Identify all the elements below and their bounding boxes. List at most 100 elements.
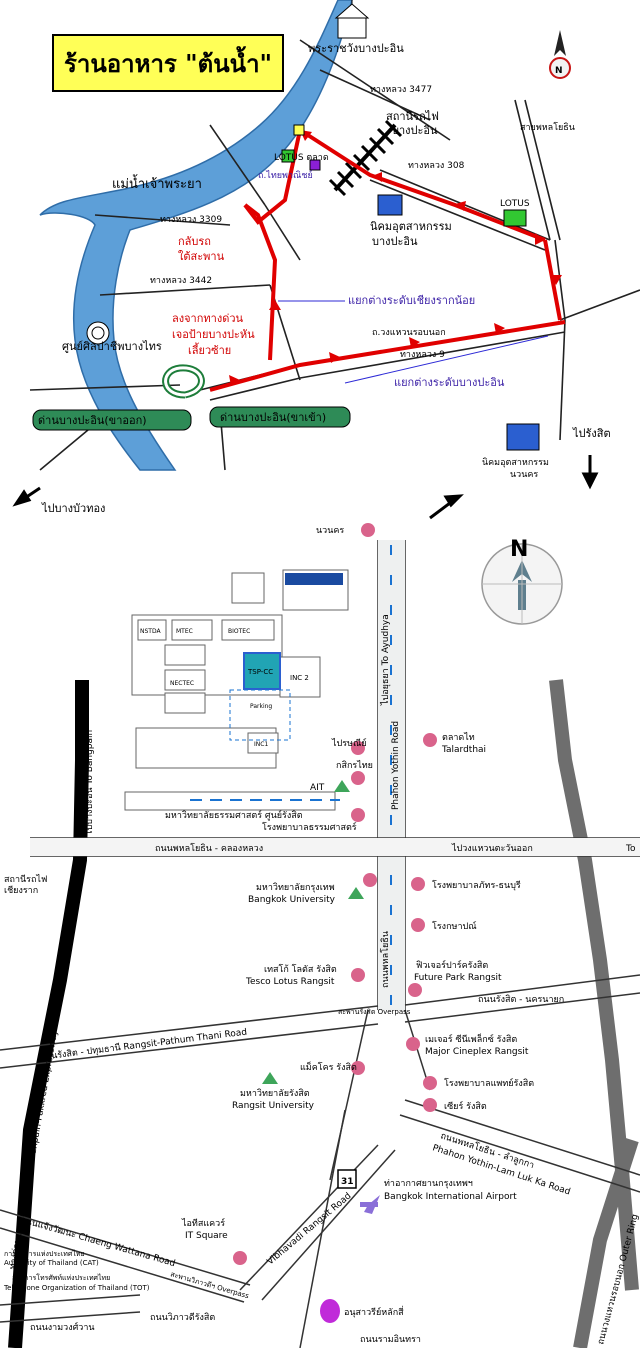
river-label: แม่น้ำเจ้าพระยา <box>112 174 202 192</box>
chiangrak-station-1: สถานีรถไฟ <box>4 874 47 885</box>
exit-note-1: ลงจากทางด่วน <box>172 312 244 325</box>
toll-in-label: ด่านบางปะอิน(ขาเข้า) <box>220 411 326 424</box>
vibhavadi-th-label: ถนนวิภาวดีรังสิต <box>150 1312 215 1323</box>
bottom-labels: นวนคร ไปอยุธยา To Ayudhya Phahon Yothin … <box>3 526 640 1346</box>
major-en: Major Cineplex Rangsit <box>425 1047 529 1057</box>
route-arrows <box>229 130 562 386</box>
kasikorn-label: กสิกรไทย <box>336 760 373 771</box>
cat-en: Authority of Thailand (CAT) <box>4 1259 99 1267</box>
campus-loop <box>229 689 291 741</box>
toll-in-box <box>209 406 351 428</box>
monument-label: อนุสาวรีย์หลักสี่ <box>344 1305 404 1318</box>
station-label-1: สถานีรถไฟ <box>386 110 439 123</box>
compass-top-letter: N <box>555 66 563 76</box>
top-labels: พระราชวังบางปะอิน สถานีรถไฟ บางปะอิน LOT… <box>38 42 611 515</box>
rangsit-univ-en: Rangsit University <box>232 1101 315 1111</box>
industrial-bpi-label-2: บางปะอิน <box>372 235 418 248</box>
lotus-market-label: LOTUS ตลาด <box>274 153 329 163</box>
thai-road-label: ถ.ไทยพาณิชย์ <box>258 169 313 181</box>
campus-3: NECTEC <box>170 680 194 687</box>
talad-thai-en: Talardthai <box>441 745 486 755</box>
compass-top-icon <box>549 30 571 79</box>
makro-label: แม็คโคร รังสิต <box>300 1060 357 1073</box>
compass-bottom-icon <box>481 543 563 625</box>
monument-marker <box>320 1299 340 1323</box>
road-cut-label: ถนนรามอินทรา <box>360 1334 421 1345</box>
exit-note-2: เจอป้ายบางปะหัน <box>172 328 255 341</box>
tot-th: องค์การโทรศัพท์แห่งประเทศไทย <box>12 1273 110 1282</box>
industrial-nava-marker <box>506 423 540 451</box>
rangsit-hospital-label: โรงพยาบาลแพทย์รังสิต <box>444 1077 534 1089</box>
overpass1-label: สะพานรังสิต Overpass <box>338 1008 411 1016</box>
phahon-th-label: ถนนพหลโยธิน <box>380 931 391 988</box>
rangsit-univ-th: มหาวิทยาลัยรังสิต <box>240 1088 310 1099</box>
rangsit-nakhonnayok-label: ถนนรังสิต - นครนายก <box>478 994 564 1005</box>
lotus-right-label: LOTUS <box>500 199 530 209</box>
thammasat-hospital-label: โรงพยาบาลธรรมศาสตร์ <box>262 821 357 833</box>
lamlukka-road <box>399 1099 640 1193</box>
art-center-icon <box>86 321 110 345</box>
toll-out-label: ด่านบางปะอิน(ขาออก) <box>38 414 147 427</box>
expressway-road <box>8 680 89 1348</box>
bangkok-univ-th: มหาวิทยาลัยกรุงเทพ <box>256 882 335 893</box>
chiangrak-station-2: เชียงราก <box>4 885 38 896</box>
river <box>39 0 353 471</box>
major-th: เมเจอร์ ซีนีเพล็กซ์ รังสิต <box>425 1032 517 1045</box>
cat-th: การสื่อสารแห่งประเทศไทย <box>4 1249 85 1258</box>
industrial-bpi-marker <box>377 194 403 216</box>
hwy308-label: ทางหลวง 308 <box>408 161 465 171</box>
station-label-2: บางปะอิน <box>392 124 438 137</box>
u-turn-label-1: กลับรถ <box>178 235 211 248</box>
inc2-label: INC 2 <box>290 674 309 682</box>
future-park-en: Future Park Rangsit <box>414 973 502 983</box>
lotus-market-marker <box>281 149 295 163</box>
phahon-road-label: Phahon Yothin Road <box>391 721 401 810</box>
outer-ring-east-label: ไปวงแหวนตะวันออก <box>451 843 533 854</box>
hwy31-badge <box>337 1169 357 1189</box>
phahon-top-label: สายพหลโยธิน <box>520 122 575 133</box>
airport-en: Bangkok International Airport <box>384 1192 517 1202</box>
leader-lines <box>278 300 549 384</box>
hwy9-label: ทางหลวง 9 <box>400 350 445 360</box>
to-ayudhya-label: ไปอยุธยา To Ayudhya <box>380 614 391 706</box>
header-building <box>285 573 343 585</box>
to-rangsit-label: ไปรังสิต <box>572 427 611 440</box>
tsp-cc-label: TSP-CC <box>247 668 273 676</box>
railway <box>328 119 403 197</box>
toll-out-box <box>32 409 192 431</box>
industrial-bpi-label-1: นิคมอุตสาหกรรม <box>370 220 452 233</box>
future-park-th: ฟิวเจอร์ปาร์ครังสิต <box>416 959 488 971</box>
parking-label: Parking <box>250 703 272 710</box>
to-bangpain-label: ไปบางปะอิน To Bangpain <box>84 730 95 836</box>
kasem-label: โรงกษาปณ์ <box>432 920 477 932</box>
restaurant-title-box: ร้านอาหาร "ต้นน้ำ" <box>52 34 284 92</box>
industrial-nava-label-1: นิคมอุตสาหกรรม <box>482 457 549 468</box>
tot-en: Telephone Organization of Thailand (TOT) <box>3 1284 150 1292</box>
outer-ring-label: ถ.วงแหวนรอบนอก <box>372 328 446 338</box>
campus-2: BIOTEC <box>228 628 250 635</box>
rangsit-pathum-label: ถนนรังสิต - ปทุมธานี Rangsit-Pathum Than… <box>39 1027 248 1063</box>
overpass2-label: สะพานวิภาวดีฯ Overpass <box>169 1270 250 1300</box>
rangsit-pathum-road <box>0 974 640 1069</box>
it-square-en: IT Square <box>185 1231 228 1241</box>
airport-icon <box>360 1195 380 1214</box>
top-map <box>12 0 640 520</box>
hwy3442-label: ทางหลวง 3442 <box>150 276 212 286</box>
chaeng-wattana-road <box>0 1209 251 1323</box>
purple-marker <box>309 159 321 171</box>
hwy3477-label: ทางหลวง 3477 <box>370 85 432 95</box>
to-cut-label: To <box>625 844 636 854</box>
campus-0: NSTDA <box>140 628 161 635</box>
tsp-cc-building <box>243 652 281 690</box>
ait-label: AIT <box>310 783 325 793</box>
campus-buildings <box>124 569 349 811</box>
compass-bottom-letter: N <box>510 537 528 562</box>
campus-1: MTEC <box>176 628 193 635</box>
hwy3309-label: ทางหลวง 3309 <box>160 215 222 225</box>
tesco-en: Tesco Lotus Rangsit <box>245 977 335 987</box>
seer-label: เซียร์ รังสิต <box>444 1100 487 1112</box>
poi-markers <box>233 523 437 1265</box>
u-turn-label-2: ใต้สะพาน <box>178 250 225 263</box>
